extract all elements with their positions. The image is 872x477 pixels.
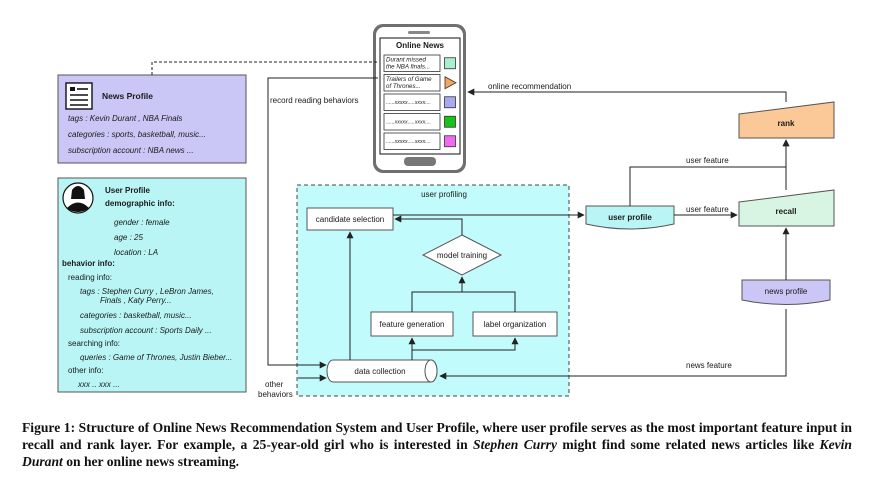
feature-generation-label: feature generation xyxy=(380,320,445,329)
feature-generation-node xyxy=(370,311,454,337)
label-organization-node xyxy=(472,311,558,337)
news-profile-title: News Profile xyxy=(102,91,153,101)
person-avatar-icon xyxy=(62,182,94,214)
caption-text-1: Structure of Online News Recommendation … xyxy=(22,420,852,452)
gender-value: gender : female xyxy=(114,218,170,227)
figure-caption: Figure 1: Structure of Online News Recom… xyxy=(22,419,852,470)
phone-news-item-text-2: the NBA finals... xyxy=(386,64,430,71)
phone-title: Online News xyxy=(396,41,445,50)
caption-emphasis-1: Stephen Curry xyxy=(473,437,557,452)
square-icon xyxy=(444,96,456,109)
recall-node xyxy=(738,189,835,227)
rank-node xyxy=(738,101,835,139)
model-training-node xyxy=(421,234,503,276)
phone-news-item-text-1: ......xxxxx.....xxxx.... xyxy=(386,139,431,145)
phone-news-item-text-1: Durant missed xyxy=(386,57,426,64)
reading-subscription: subscription account : Sports Daily ... xyxy=(80,326,212,335)
news-feature-label: news feature xyxy=(686,361,732,370)
user-feature-top-label: user feature xyxy=(686,156,729,165)
phone-news-item[interactable] xyxy=(383,54,441,72)
other-info-label: other info: xyxy=(68,366,104,375)
other-info-value: xxx .. xxx ... xyxy=(77,380,120,389)
searching-label: searching info: xyxy=(68,339,120,348)
news-profile-subscription: subscription account : NBA news ... xyxy=(68,146,194,155)
recall-label: recall xyxy=(776,207,797,216)
phone-news-item-text-2: of Thrones... xyxy=(386,83,421,90)
play-triangle-icon xyxy=(444,76,457,90)
user-profile-card xyxy=(57,177,247,393)
connectors xyxy=(151,61,790,382)
reading-tags-line2: Finals , Katy Perry... xyxy=(100,296,171,305)
user-profile-title: User Profile xyxy=(105,186,150,195)
phone-news-item-text-1: ......xxxxx.....xxxx.... xyxy=(386,120,431,126)
user-profile-node xyxy=(585,205,675,230)
phone-news-item[interactable] xyxy=(383,93,441,111)
user-profiling-label: user profiling xyxy=(421,190,467,199)
user-profile-node-label: user profile xyxy=(608,213,652,222)
candidate-selection-node xyxy=(306,207,394,231)
queries-value: queries : Game of Thrones, Justin Bieber… xyxy=(80,353,232,362)
reading-label: reading info: xyxy=(68,273,112,282)
caption-text-3: on her online news streaming. xyxy=(62,454,240,469)
news-profile-tags: tags : Kevin Durant , NBA Finals xyxy=(68,114,182,123)
model-training-label: model training xyxy=(437,251,487,260)
other-behaviors-label-2: behaviors xyxy=(258,390,293,399)
age-value: age : 25 xyxy=(114,233,143,242)
phone-news-item[interactable] xyxy=(383,74,441,92)
data-collection-node xyxy=(326,359,438,383)
square-icon xyxy=(444,57,456,70)
record-reading-label: record reading behaviors xyxy=(270,96,359,105)
reading-categories: categories : basketball, music... xyxy=(80,311,192,320)
other-behaviors-label-1: other xyxy=(265,380,284,389)
demographic-label: demographic info: xyxy=(105,199,175,208)
system-diagram: News Profile tags : Kevin Durant , NBA F… xyxy=(57,24,835,399)
candidate-selection-label: candidate selection xyxy=(316,215,385,224)
news-profile-node-label: news profile xyxy=(765,287,808,296)
square-icon xyxy=(444,135,456,148)
online-recommendation-label: online recommendation xyxy=(488,82,571,91)
user-feature-mid-label: user feature xyxy=(686,205,729,214)
caption-label: Figure 1: xyxy=(22,420,76,435)
phone-news-item[interactable] xyxy=(383,113,441,131)
news-profile-node xyxy=(741,279,831,305)
location-value: location : LA xyxy=(114,248,158,257)
document-icon xyxy=(65,82,93,110)
data-collection-label: data collection xyxy=(354,367,405,376)
phone-news-item-text-1: ......xxxxx.....xxxx.... xyxy=(386,100,431,106)
reading-tags-line1: tags : Stephen Curry , LeBron James, xyxy=(80,287,214,296)
behavior-label: behavior info: xyxy=(62,259,115,268)
caption-emphasis-2: Kevin Durant xyxy=(22,437,852,469)
phone-news-item[interactable] xyxy=(383,132,441,150)
caption-text-2: might find some related news articles li… xyxy=(556,437,820,452)
news-profile-categories: categories : sports, basketball, music..… xyxy=(68,130,206,139)
rank-label: rank xyxy=(778,119,795,128)
label-organization-label: label organization xyxy=(484,320,547,329)
phone-news-item-text-1: Trailers of Game xyxy=(386,76,432,83)
square-icon xyxy=(444,115,456,128)
